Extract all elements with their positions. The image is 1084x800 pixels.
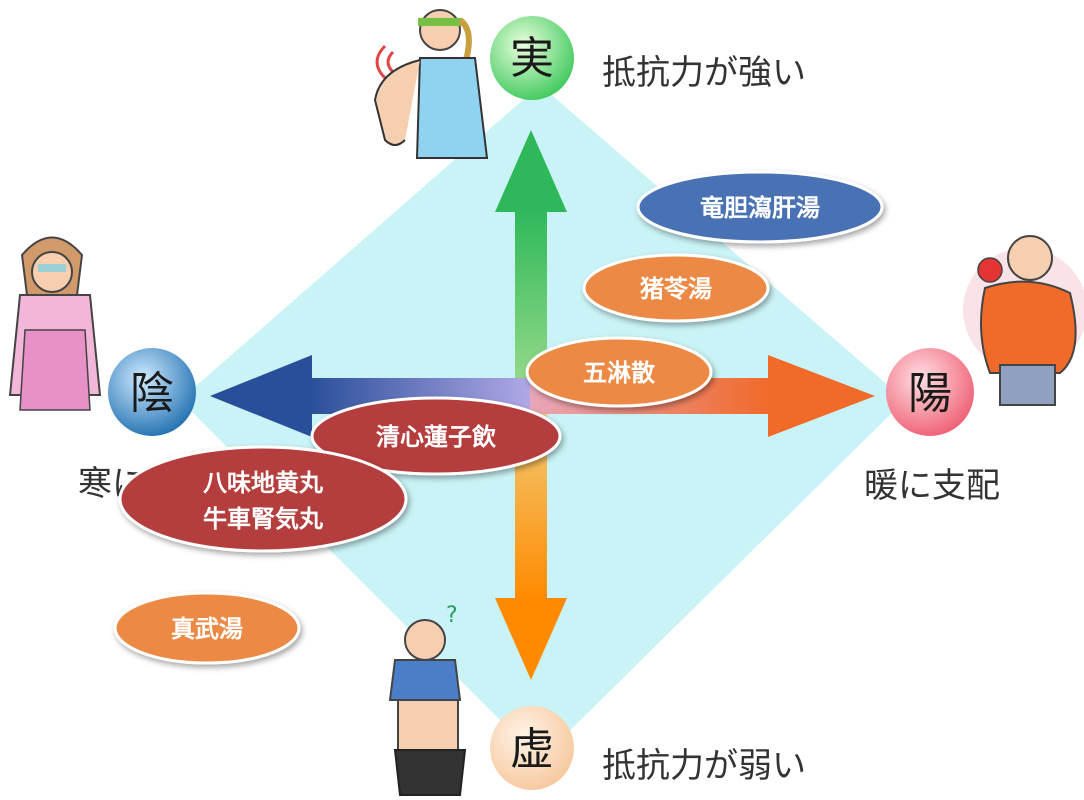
caption-right: 暖に支配 [864, 466, 1000, 506]
svg-text:?: ? [446, 603, 458, 628]
remedy-label: 猪苓湯 [640, 275, 712, 303]
overweight-man-apple-icon [963, 235, 1084, 406]
caption-bottom: 抵抗力が弱い [602, 746, 806, 786]
cold-woman-icon [8, 236, 102, 411]
remedy-hachimi-jiogan: 八味地黄丸 牛車腎気丸 [118, 445, 408, 553]
caption-top: 抵抗力が強い [602, 53, 806, 93]
pole-top-char: 実 [510, 33, 554, 84]
remedy-gorinsan: 五淋散 [525, 336, 713, 408]
remedy-ryutan-shakanto: 竜胆瀉肝湯 [636, 170, 884, 244]
remedy-label: 清心蓮子飲 [376, 423, 497, 451]
remedy-label: 竜胆瀉肝湯 [700, 194, 820, 222]
pole-right-char: 陽 [908, 368, 952, 419]
pole-bottom-deficiency: 虚 [490, 706, 574, 790]
pole-right-yang: 陽 [886, 348, 974, 436]
thin-weak-man-icon: ? [388, 603, 467, 796]
remedy-label-line2: 牛車腎気丸 [203, 505, 324, 533]
pole-left-char: 陰 [130, 368, 174, 419]
pole-bottom-char: 虚 [510, 724, 554, 775]
pole-left-yin: 陰 [108, 348, 196, 436]
pole-top-excess: 実 [490, 16, 574, 100]
remedy-label: 五淋散 [583, 359, 655, 387]
tired-athlete-icon [373, 9, 489, 159]
remedy-label-line1: 八味地黄丸 [203, 469, 324, 497]
remedy-shinbuto: 真武湯 [113, 591, 301, 665]
remedy-label: 真武湯 [171, 615, 243, 643]
remedy-seishin-renshiin: 清心蓮子飲 [310, 396, 562, 476]
remedy-choreito: 猪苓湯 [582, 253, 770, 323]
